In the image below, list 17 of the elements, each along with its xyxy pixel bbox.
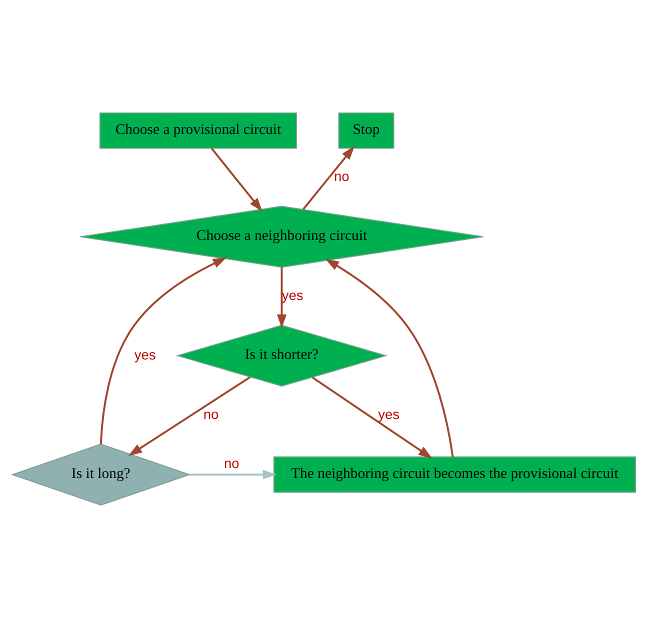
node-box: The neighboring circuit becomes the provisional circuit <box>273 456 636 492</box>
arrow <box>128 376 251 456</box>
node-box: Stop <box>338 112 394 148</box>
arrow <box>100 256 227 444</box>
arrow <box>325 258 454 457</box>
edge-label: yes <box>378 406 400 422</box>
node-box: Choose a provisional circuit <box>99 112 297 148</box>
edge-label: no <box>203 406 219 422</box>
node-diamond: Is it shorter? <box>176 324 388 386</box>
arrow <box>276 266 287 328</box>
arrow <box>210 147 262 212</box>
arrow <box>312 376 432 458</box>
edge-label: yes <box>134 346 156 362</box>
arrow <box>302 146 355 210</box>
edge-label: no <box>224 455 240 470</box>
arrow <box>190 469 277 479</box>
edge-label: no <box>334 168 350 184</box>
